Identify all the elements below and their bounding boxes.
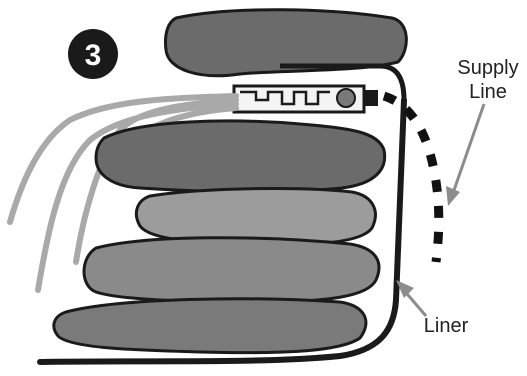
supply-line xyxy=(382,91,444,263)
supply-line-label-line2: Line xyxy=(469,81,507,103)
supply-line-callout: Supply Line xyxy=(446,57,519,206)
liner-back-edge xyxy=(280,63,407,101)
liner-arrow-icon xyxy=(396,280,414,298)
step-badge: 3 xyxy=(68,29,118,79)
liner-label: Liner xyxy=(424,315,469,337)
liner-callout: Liner xyxy=(396,280,469,337)
liner-line xyxy=(37,97,407,365)
stone-bottom xyxy=(52,297,368,355)
stone-upper xyxy=(94,119,387,194)
pump-fitting xyxy=(232,84,378,114)
supply-line-label-line1: Supply xyxy=(457,57,518,79)
stone-lower xyxy=(82,236,381,304)
stone-middle xyxy=(134,187,377,246)
step-number: 3 xyxy=(85,39,102,72)
supply-line-arrow-icon xyxy=(446,186,460,206)
